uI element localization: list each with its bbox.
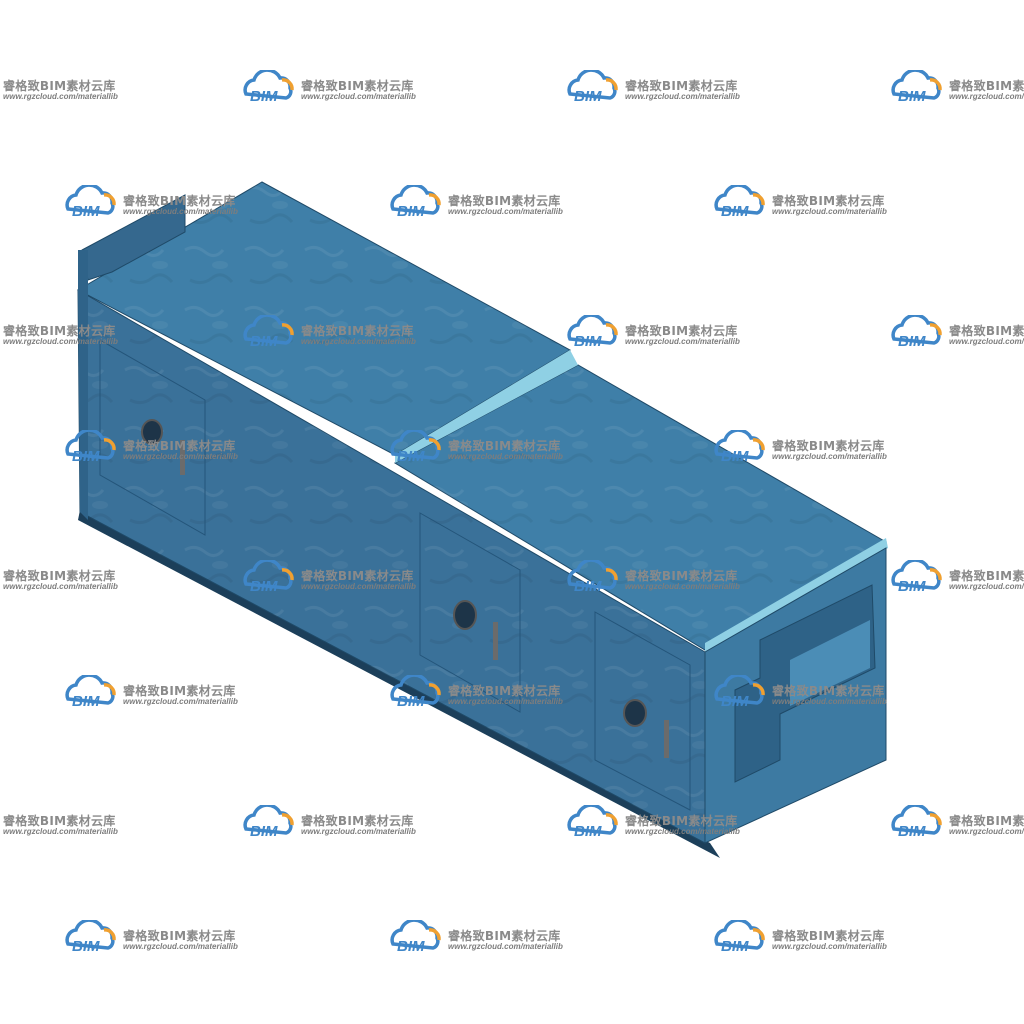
top-seam-highlight (395, 350, 578, 463)
panel-hardware (141, 419, 669, 758)
